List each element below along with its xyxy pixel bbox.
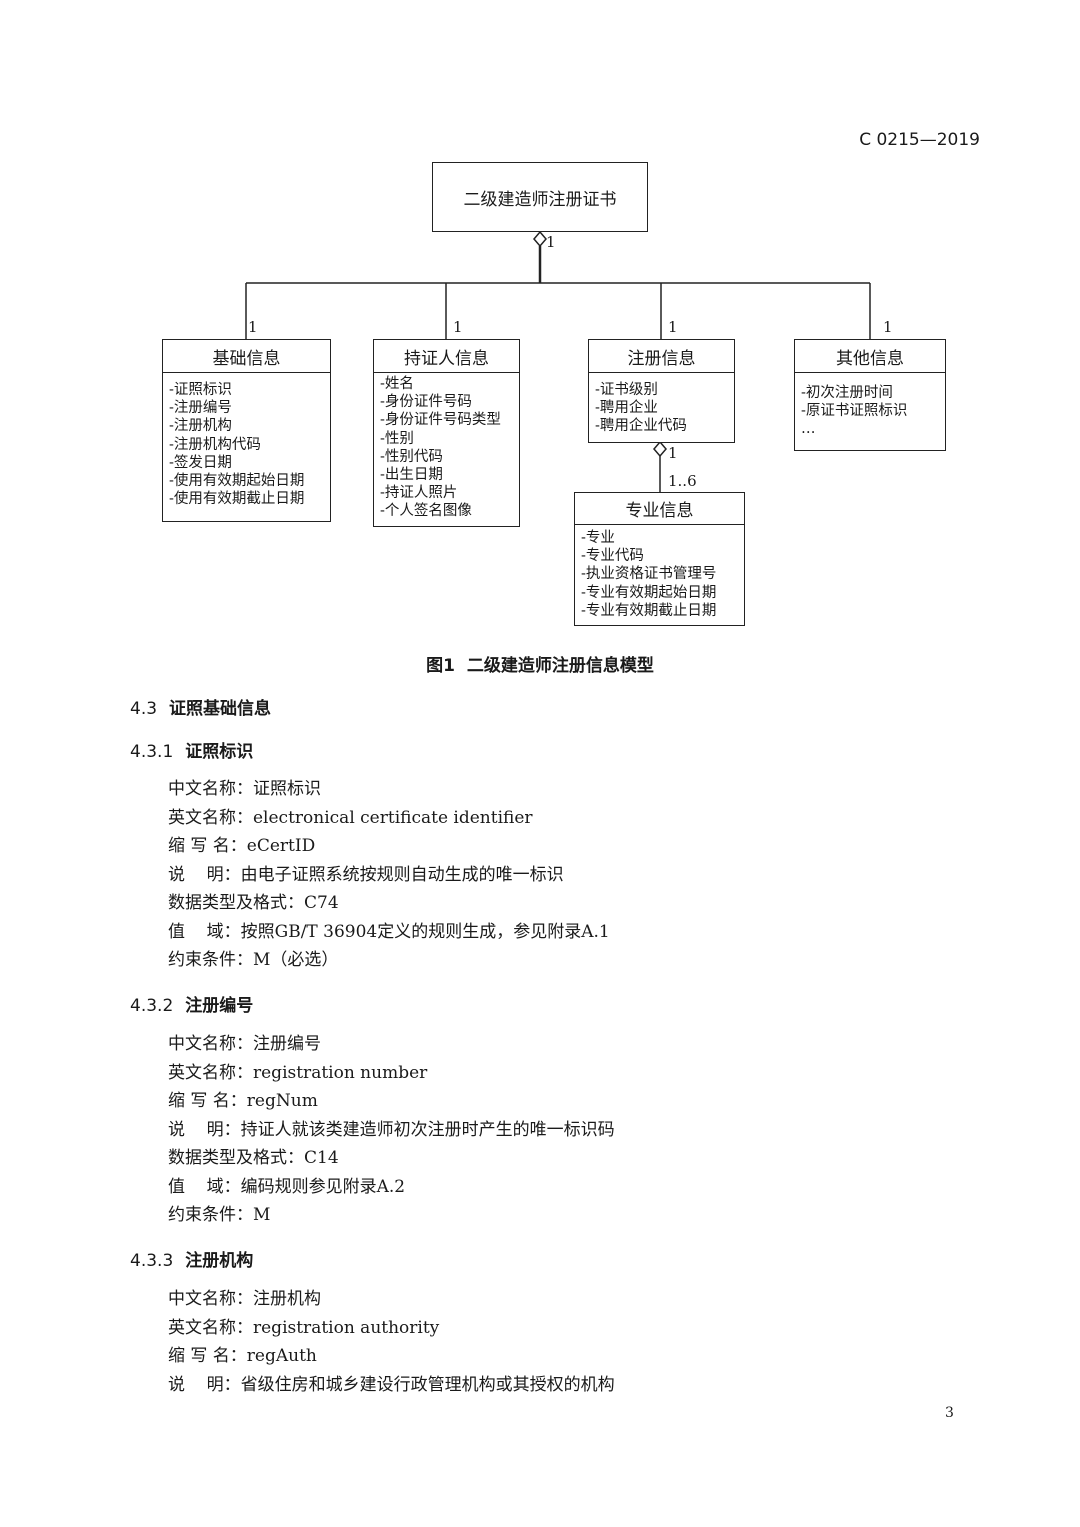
section-number: 4.3 <box>130 699 158 719</box>
attribute: -原证书证照标识 <box>801 403 908 420</box>
basic-info-title: 基础信息 <box>163 340 330 373</box>
specialty-info-multiplicity: 1..6 <box>668 472 697 490</box>
section-4-3-2-fields: 中文名称：注册编号 英文名称：registration number 缩 写 名… <box>168 1030 615 1230</box>
root-class-title: 二级建造师注册证书 <box>463 189 617 210</box>
field-line: 值 域：按照GB/T 36904定义的规则生成，参见附录A.1 <box>168 921 610 942</box>
field-line: 约束条件：M <box>168 1205 271 1225</box>
registration-child-multiplicity: 1 <box>668 444 678 462</box>
field-line: 英文名称：registration authority <box>168 1317 440 1338</box>
field-line: 约束条件：M（必选） <box>168 950 339 970</box>
basic-info-multiplicity: 1 <box>248 318 258 336</box>
attribute: -注册机构 <box>169 418 232 435</box>
section-4-3-3-fields: 中文名称：注册机构 英文名称：registration authority 缩 … <box>168 1285 615 1399</box>
attribute: -注册机构代码 <box>169 436 261 453</box>
field-line: 说 明：省级住房和城乡建设行政管理机构或其授权的机构 <box>168 1374 615 1395</box>
holder-info-title: 持证人信息 <box>374 340 519 373</box>
root-class-box: 二级建造师注册证书 <box>432 162 648 232</box>
holder-info-multiplicity: 1 <box>453 318 463 336</box>
section-title: 注册机构 <box>185 1251 254 1271</box>
attribute: -使用有效期起始日期 <box>169 473 305 490</box>
section-number: 4.3.3 <box>130 1251 174 1271</box>
field-line: 缩 写 名：regNum <box>168 1091 318 1111</box>
document-code: C 0215—2019 <box>859 130 980 150</box>
field-line: 说 明：由电子证照系统按规则自动生成的唯一标识 <box>168 864 564 885</box>
attribute: -姓名 <box>380 376 414 392</box>
other-info-title: 其他信息 <box>795 340 945 373</box>
field-line: 中文名称：注册机构 <box>168 1289 321 1309</box>
registration-info-title: 注册信息 <box>589 340 734 373</box>
attribute: -专业有效期起始日期 <box>581 584 717 601</box>
registration-info-multiplicity: 1 <box>668 318 678 336</box>
field-line: 英文名称：registration number <box>168 1062 428 1083</box>
attribute: … <box>801 421 816 438</box>
attribute: -执业资格证书管理号 <box>581 566 717 583</box>
attribute: -持证人照片 <box>380 485 458 502</box>
section-heading-4-3: 4.3 证照基础信息 <box>130 694 271 719</box>
attribute: -性别代码 <box>380 448 443 465</box>
specialty-info-attributes: -专业 -专业代码 -执业资格证书管理号 -专业有效期起始日期 -专业有效期截止… <box>575 525 744 620</box>
attribute: -专业代码 <box>581 548 644 565</box>
attribute: -专业 <box>581 530 615 546</box>
attribute: -注册编号 <box>169 400 232 417</box>
attribute: -聘用企业 <box>595 400 658 417</box>
registration-info-box: 注册信息 -证书级别 -聘用企业 -聘用企业代码 <box>588 339 735 443</box>
section-4-3-1-fields: 中文名称：证照标识 英文名称：electronical certificate … <box>168 775 610 975</box>
field-line: 英文名称：electronical certificate identifier <box>168 807 533 828</box>
section-title: 证照标识 <box>185 742 254 762</box>
field-line: 说 明：持证人就该类建造师初次注册时产生的唯一标识码 <box>168 1119 615 1140</box>
other-info-multiplicity: 1 <box>883 318 893 336</box>
other-info-attributes: -初次注册时间 -原证书证照标识 … <box>795 373 945 439</box>
holder-info-box: 持证人信息 -姓名 -身份证件号码 -身份证件号码类型 -性别 -性别代码 -出… <box>373 339 520 527</box>
section-heading-4-3-3: 4.3.3 注册机构 <box>130 1246 253 1271</box>
attribute: -专业有效期截止日期 <box>581 602 717 619</box>
other-info-box: 其他信息 -初次注册时间 -原证书证照标识 … <box>794 339 946 451</box>
basic-info-attributes: -证照标识 -注册编号 -注册机构 -注册机构代码 -签发日期 -使用有效期起始… <box>163 373 330 508</box>
attribute: -使用有效期截止日期 <box>169 491 305 508</box>
specialty-info-box: 专业信息 -专业 -专业代码 -执业资格证书管理号 -专业有效期起始日期 -专业… <box>574 492 745 626</box>
field-line: 数据类型及格式：C14 <box>168 1148 339 1168</box>
attribute: -性别 <box>380 430 414 447</box>
root-multiplicity: 1 <box>546 233 556 251</box>
attribute: -身份证件号码类型 <box>380 412 501 429</box>
field-line: 数据类型及格式：C74 <box>168 893 339 913</box>
figure-caption: 图1 二级建造师注册信息模型 <box>426 656 654 676</box>
section-heading-4-3-2: 4.3.2 注册编号 <box>130 991 253 1016</box>
attribute: -证书级别 <box>595 382 658 398</box>
section-number: 4.3.1 <box>130 742 174 762</box>
basic-info-box: 基础信息 -证照标识 -注册编号 -注册机构 -注册机构代码 -签发日期 -使用… <box>162 339 331 522</box>
page-number: 3 <box>945 1405 954 1421</box>
attribute: -个人签名图像 <box>380 503 472 520</box>
section-heading-4-3-1: 4.3.1 证照标识 <box>130 737 253 762</box>
field-line: 缩 写 名：eCertID <box>168 836 316 856</box>
attribute: -证照标识 <box>169 382 232 398</box>
section-number: 4.3.2 <box>130 996 174 1016</box>
attribute: -签发日期 <box>169 454 232 471</box>
section-title: 证照基础信息 <box>169 699 272 719</box>
field-line: 缩 写 名：regAuth <box>168 1346 317 1366</box>
field-line: 中文名称：证照标识 <box>168 779 321 799</box>
attribute: -出生日期 <box>380 467 443 484</box>
attribute: -初次注册时间 <box>801 385 893 401</box>
section-title: 注册编号 <box>185 996 254 1016</box>
field-line: 值 域：编码规则参见附录A.2 <box>168 1176 406 1197</box>
registration-info-attributes: -证书级别 -聘用企业 -聘用企业代码 <box>589 373 734 436</box>
diagram-connectors <box>245 230 871 492</box>
attribute: -聘用企业代码 <box>595 418 687 435</box>
field-line: 中文名称：注册编号 <box>168 1034 321 1054</box>
holder-info-attributes: -姓名 -身份证件号码 -身份证件号码类型 -性别 -性别代码 -出生日期 -持… <box>374 373 519 521</box>
attribute: -身份证件号码 <box>380 394 472 411</box>
specialty-info-title: 专业信息 <box>575 493 744 525</box>
